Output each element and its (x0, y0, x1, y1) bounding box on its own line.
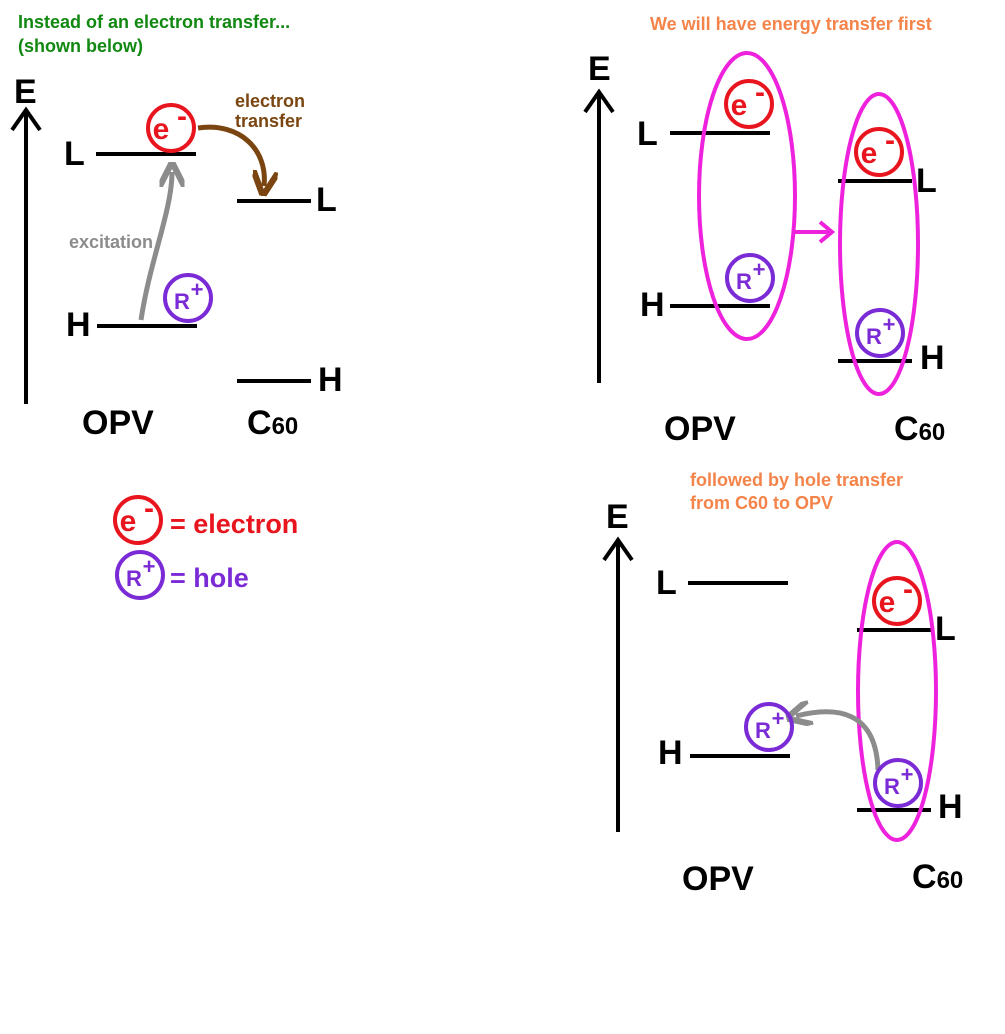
hole-charge-opv: + (753, 257, 766, 282)
legend-hole-label: = hole (170, 563, 249, 593)
legend-electron-charge: - (144, 492, 154, 525)
electron-badge-icon: e - (146, 100, 196, 153)
energy-axis-arrow-icon (10, 106, 42, 404)
electron-symbol: e (153, 113, 170, 146)
legend-electron-label: = electron (170, 509, 298, 539)
hole-badge-icon-opv-3: R + (744, 702, 794, 752)
electron-symbol-opv: e (731, 89, 748, 122)
hole-symbol-opv: R (736, 269, 752, 294)
hole-symbol: R (174, 289, 190, 314)
legend: e - = electron R + = hole (113, 492, 298, 600)
electron-charge-c60: - (885, 124, 895, 157)
hole-transfer-arrow-icon (796, 712, 881, 771)
hole-badge-icon-opv: R + (725, 253, 775, 303)
electron-charge-c60-3: - (903, 573, 913, 606)
electron-badge-icon-c60: e - (854, 124, 904, 177)
c60-homo-label: H (318, 361, 343, 399)
c60-homo-label-3: H (938, 788, 963, 826)
electron-charge: - (177, 100, 187, 133)
hole-badge-icon: R + (163, 273, 213, 323)
legend-hole-charge: + (143, 554, 156, 579)
legend-hole-icon: R + (115, 550, 165, 600)
energy-axis-label: E (14, 73, 37, 111)
opv-lumo-label-3: L (656, 564, 677, 602)
electron-symbol-c60: e (861, 137, 878, 170)
opv-homo-label-3: H (658, 734, 683, 772)
donor-label: OPV (82, 404, 154, 442)
acceptor-label-main: C (247, 404, 272, 442)
donor-label-3: OPV (682, 860, 754, 898)
excitation-arrow-icon (138, 172, 172, 321)
excitation-label: excitation (69, 232, 153, 252)
panel1-caption-line1: Instead of an electron transfer... (18, 12, 290, 32)
opv-homo-label: H (66, 306, 91, 344)
opv-lumo-label: L (64, 135, 85, 173)
legend-electron-icon: e - (113, 492, 163, 545)
hole-charge: + (191, 277, 204, 302)
hole-badge-icon-c60-3: R + (873, 758, 923, 808)
hole-charge-c60: + (883, 312, 896, 337)
hole-charge-opv-3: + (772, 706, 785, 731)
acceptor-label-sub: 60 (272, 413, 299, 440)
panel-electron-transfer: E L H L H OPV C60 excitation electron tr… (10, 73, 343, 442)
donor-label-2: OPV (664, 410, 736, 448)
panel2-caption: We will have energy transfer first (650, 14, 932, 34)
acceptor-label-main-2: C (894, 410, 919, 448)
c60-exciton-ellipse-3 (856, 540, 938, 842)
panel3-caption-line1: followed by hole transfer (690, 470, 903, 490)
acceptor-label: C60 (247, 404, 298, 442)
electron-symbol-c60-3: e (879, 586, 896, 619)
energy-axis-label-3: E (606, 498, 629, 536)
c60-lumo-label-2: L (916, 162, 937, 200)
panel3-caption-line2: from C60 to OPV (690, 493, 833, 513)
c60-lumo-label: L (316, 181, 337, 219)
energy-transfer-arrow-icon (795, 220, 836, 244)
c60-lumo-label-3: L (935, 610, 956, 648)
acceptor-label-sub-3: 60 (937, 867, 964, 894)
legend-electron-symbol: e (120, 505, 137, 538)
hole-symbol-opv-3: R (755, 718, 771, 743)
opv-homo-label-2: H (640, 286, 665, 324)
opv-exciton-ellipse (697, 51, 797, 341)
hole-symbol-c60: R (866, 324, 882, 349)
acceptor-label-sub-2: 60 (919, 419, 946, 446)
energy-axis-label-2: E (588, 50, 611, 88)
electron-transfer-label-line1: electron (235, 91, 305, 111)
hole-badge-icon-c60: R + (855, 308, 905, 358)
opv-lumo-label-2: L (637, 115, 658, 153)
acceptor-label-2: C60 (894, 410, 945, 448)
electron-transfer-arrow-icon (197, 124, 264, 186)
energy-axis-arrow-icon-2 (583, 88, 615, 383)
c60-exciton-ellipse (838, 92, 920, 396)
electron-charge-opv: - (755, 76, 765, 109)
panel-hole-transfer: E L H L H OPV C60 R + e - R + (602, 498, 963, 898)
hole-charge-c60-3: + (901, 762, 914, 787)
electron-badge-icon-c60-3: e - (872, 573, 922, 626)
c60-homo-label-2: H (920, 339, 945, 377)
hole-symbol-c60-3: R (884, 774, 900, 799)
energy-axis-arrow-icon-3 (602, 536, 634, 832)
acceptor-label-main-3: C (912, 858, 937, 896)
acceptor-label-3: C60 (912, 858, 963, 896)
panel1-caption-line2: (shown below) (18, 36, 143, 56)
legend-hole-symbol: R (126, 566, 142, 591)
electron-transfer-label-line2: transfer (235, 111, 302, 131)
panel-energy-transfer: E L H L H OPV C60 e - R + e - (583, 50, 945, 448)
electron-badge-icon-opv: e - (724, 76, 774, 129)
